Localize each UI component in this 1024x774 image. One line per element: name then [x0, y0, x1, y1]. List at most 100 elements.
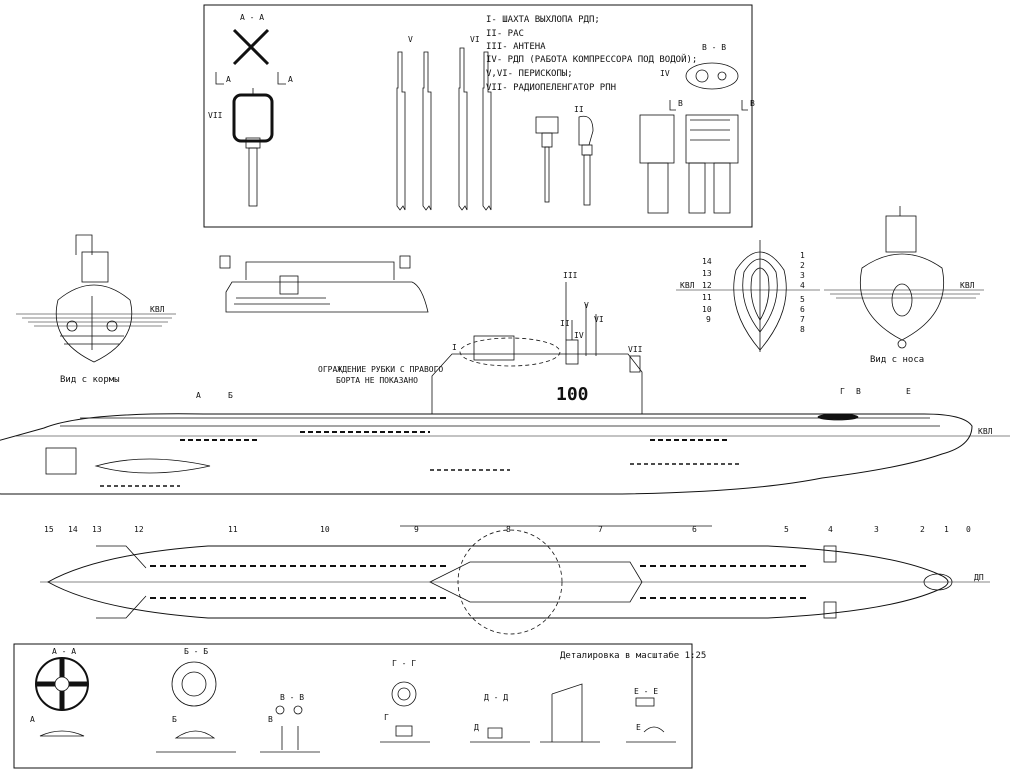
sec-num-7: 7	[800, 315, 805, 324]
cut-label-a: А	[196, 391, 201, 400]
section-bb-drawing	[685, 62, 739, 90]
note-line-2: БОРТА НЕ ПОКАЗАНО	[336, 376, 418, 385]
mast-label-iv: IV	[574, 331, 584, 340]
label-vii: VII	[208, 111, 223, 120]
detail-ee: Е - Е	[634, 687, 658, 696]
detail-vv: В - В	[280, 693, 304, 702]
bottom-detail-box	[13, 643, 693, 769]
note-line-1: ОГРАЖДЕНИЕ РУБКИ С ПРАВОГО	[318, 365, 443, 374]
mast-label-v: V	[584, 301, 589, 310]
legend-item-3: III- АНТЕНА	[486, 42, 546, 52]
bow-view-drawing	[824, 206, 984, 349]
view-labels: Вид с кормы Вид с носа КВЛ КВЛ КВЛ	[60, 281, 975, 385]
mast-label-vii: VII	[628, 345, 643, 354]
detail-e: Е	[636, 723, 641, 732]
frame-15: 15	[44, 525, 54, 534]
sec-num-1: 1	[800, 251, 805, 260]
label-b-right: В	[750, 99, 755, 108]
frame-7: 7	[598, 525, 603, 534]
legend-item-4: IV- РДП (РАБОТА КОМПРЕССОРА ПОД ВОДОЙ);	[486, 53, 697, 65]
detail-d: Д	[474, 723, 479, 732]
kvl-label-right: КВЛ	[960, 281, 975, 290]
frame-4: 4	[828, 525, 833, 534]
stern-view-drawing	[16, 234, 176, 363]
legend-item-5: V,VI- ПЕРИСКОПЫ;	[486, 69, 573, 79]
sec-num-3: 3	[800, 271, 805, 280]
small-side-view-drawing	[219, 255, 429, 313]
label-bb: В - В	[702, 43, 726, 52]
cut-label-b: Б	[228, 391, 233, 400]
sec-num-2: 2	[800, 261, 805, 270]
legend: I- ШАХТА ВЫХЛОПА РДП; II- РАС III- АНТЕН…	[486, 15, 697, 93]
top-box-labels: А - А А А VII V VI II IV В - В В В	[208, 13, 755, 120]
kvl-label-left: КВЛ	[150, 305, 165, 314]
radio-direction-finder-drawing	[232, 88, 274, 207]
cut-label-g: Г	[840, 387, 845, 396]
rdp-shaft-drawing	[639, 114, 739, 214]
label-a-left: А	[226, 75, 231, 84]
sec-num-4: 4	[800, 281, 805, 290]
detail-gg: Г - Г	[392, 659, 416, 668]
frame-number-labels: 15 14 13 12 11 10 9 8 7 6 5 4 3 2 1 0 ДП	[44, 525, 984, 582]
label-vi: VI	[470, 35, 480, 44]
detail-aa: А - А	[52, 647, 76, 656]
sec-num-9: 9	[706, 315, 711, 324]
label-iv: IV	[660, 69, 670, 78]
sec-num-8: 8	[800, 325, 805, 334]
mast-label-ii: II	[560, 319, 570, 328]
detail-dd: Д - Д	[484, 693, 508, 702]
frame-9: 9	[414, 525, 419, 534]
hull-number: 100	[556, 384, 589, 405]
frame-1: 1	[944, 525, 949, 534]
mast-label-iii: III	[563, 271, 578, 280]
detail-a: А	[30, 715, 35, 724]
ras-and-rdp-drawing	[535, 115, 594, 206]
kvl-label-section: КВЛ	[680, 281, 695, 290]
cut-label-e: Е	[906, 387, 911, 396]
legend-item-2: II- РАС	[486, 29, 524, 39]
frame-3: 3	[874, 525, 879, 534]
mast-label-i: I	[452, 343, 457, 352]
side-view-labels: ОГРАЖДЕНИЕ РУБКИ С ПРАВОГО БОРТА НЕ ПОКА…	[196, 271, 993, 436]
frame-6: 6	[692, 525, 697, 534]
sec-num-13: 13	[702, 269, 712, 278]
cross-section-drawing	[676, 240, 820, 352]
frame-12: 12	[134, 525, 144, 534]
legend-item-1: I- ШАХТА ВЫХЛОПА РДП;	[486, 15, 600, 25]
detail-v: В	[268, 715, 273, 724]
sec-num-12: 12	[702, 281, 712, 290]
section-number-labels: 1 2 3 4 5 6 7 8 9 10 11 12 13 14	[702, 251, 805, 334]
sec-num-6: 6	[800, 305, 805, 314]
frame-2: 2	[920, 525, 925, 534]
label-aa: А - А	[240, 13, 264, 22]
top-detail-box	[203, 4, 753, 228]
detail-bb: Б - Б	[184, 647, 208, 656]
mast-label-vi: VI	[594, 315, 604, 324]
frame-11: 11	[228, 525, 238, 534]
label-a-right: А	[288, 75, 293, 84]
sec-num-5: 5	[800, 295, 805, 304]
detail-title: Деталировка в масштабе 1:25	[560, 650, 706, 661]
kvl-label-side: КВЛ	[978, 427, 993, 436]
detail-b: Б	[172, 715, 177, 724]
dp-label: ДП	[974, 573, 984, 582]
sec-num-11: 11	[702, 293, 712, 302]
frame-5: 5	[784, 525, 789, 534]
stern-view-label: Вид с кормы	[60, 375, 120, 385]
section-aa-cross-drawing	[232, 28, 270, 66]
legend-item-6: VII- РАДИОПЕЛЕНГАТОР РПН	[486, 83, 616, 93]
frame-0: 0	[966, 525, 971, 534]
bow-view-label: Вид с носа	[870, 355, 924, 365]
frame-13: 13	[92, 525, 102, 534]
label-v: V	[408, 35, 413, 44]
frame-14: 14	[68, 525, 78, 534]
main-side-view-drawing	[0, 282, 1010, 495]
bottom-box-labels: Деталировка в масштабе 1:25 А - А Б - Б …	[30, 647, 706, 732]
sec-num-14: 14	[702, 257, 712, 266]
label-b-left: В	[678, 99, 683, 108]
cut-label-v: В	[856, 387, 861, 396]
frame-10: 10	[320, 525, 330, 534]
frame-8: 8	[506, 525, 511, 534]
plan-view-drawing	[40, 529, 990, 635]
